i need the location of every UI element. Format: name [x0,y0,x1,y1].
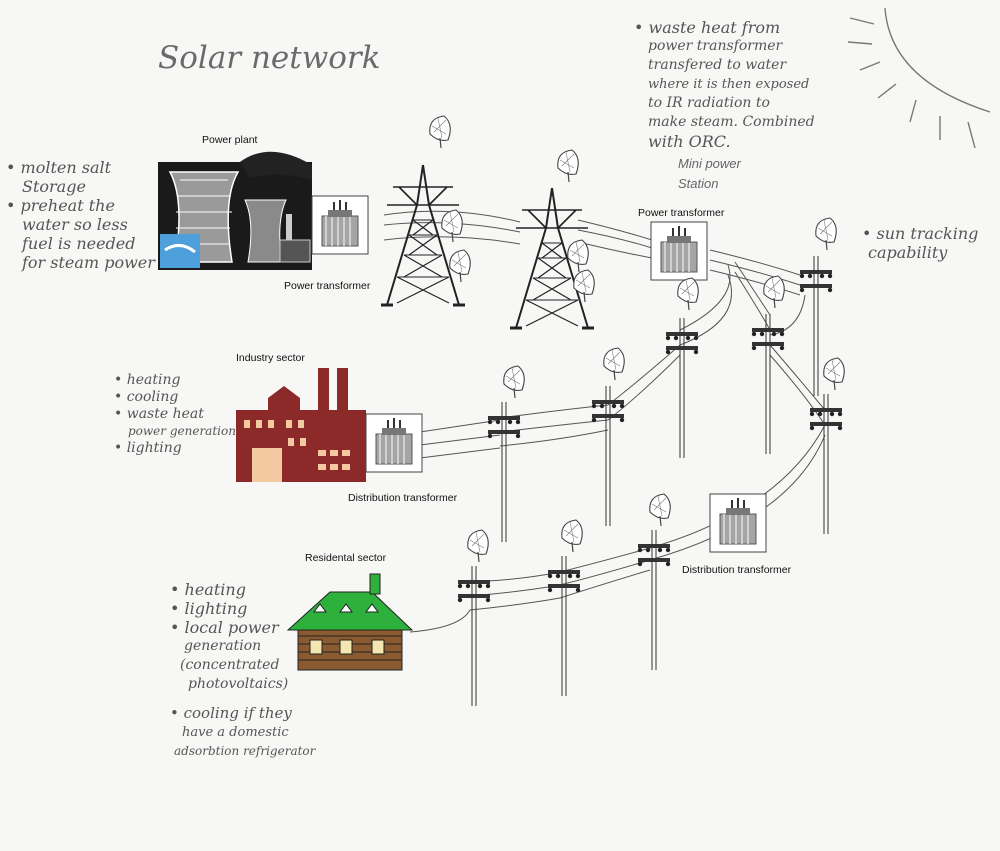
note-line: for steam power [22,253,155,272]
page-title: Solar network [158,40,381,76]
note-line: Storage [22,177,86,196]
solar-dish [567,239,589,273]
label-power-plant: Power plant [202,134,258,146]
note-line: (concentrated [180,657,280,673]
note-line: generation [184,638,262,654]
label-power-transformer-1: Power transformer [284,280,371,292]
note-line: • lighting [114,440,182,456]
note-line: with ORC. [648,132,731,151]
utility-pole [591,385,625,527]
note-line: • waste heat [114,406,204,422]
sun-sketch [847,7,991,149]
solar-dish [677,277,699,311]
note-line: capability [868,243,948,262]
house-illustration [286,573,414,671]
note-line: where it is then exposed [648,77,810,92]
utility-pole [487,401,521,543]
note-line: • heating [114,372,181,388]
utility-pole [547,555,581,697]
solar-dish [823,357,845,391]
note-line: • heating [170,580,246,599]
note-line: transfered to water [648,57,787,73]
solar-dish [815,217,837,251]
utility-pole [809,393,843,535]
solar-dish [763,275,785,309]
residential-transformer [709,493,767,553]
note-line: photovoltaics) [188,676,289,692]
note-line: • waste heat from [634,18,781,37]
note-line: • preheat the [6,196,115,215]
note-line: • cooling [114,389,179,405]
note-line: • lighting [170,599,248,618]
label-industry-sector: Industry sector [236,352,305,364]
note-power-plant: • molten salt Storage • preheat the wate… [6,158,166,272]
note-line: adsorbtion refrigerator [174,744,316,758]
note-line: • molten salt [6,158,112,177]
note-line: water so less [22,215,128,234]
label-mini-station-1: Mini power [678,156,741,171]
note-line: power generation [128,424,236,438]
note-line: make steam. Combined [648,114,815,130]
label-mini-station-2: Station [678,176,719,191]
label-distribution-transformer-2: Distribution transformer [682,564,792,576]
note-residential: • heating • lighting • local power gener… [170,580,370,761]
label-distribution-transformer-1: Distribution transformer [348,492,458,504]
power-plant-illustration [158,151,312,270]
solar-dish [503,365,525,399]
note-line: to IR radiation to [648,95,770,111]
note-sun-tracking: • sun tracking capability [862,224,994,262]
solar-dish [467,529,489,563]
power-plant-transformer [311,195,369,255]
utility-pole [751,313,785,455]
label-power-transformer-2: Power transformer [638,207,725,219]
industry-illustration [236,368,366,482]
solar-dish [429,115,451,149]
note-line: have a domestic [182,725,289,740]
solar-dish [557,149,579,183]
note-industry: • heating • cooling • waste heat power g… [114,372,244,457]
solar-dish [561,519,583,553]
note-line: power transformer [648,38,783,54]
solar-dish [603,347,625,381]
solar-dish [573,269,595,303]
utility-pole [457,565,491,707]
label-residential-sector: Residental sector [305,552,387,564]
solar-dish [449,249,471,283]
note-line: • local power [170,618,279,637]
note-waste-heat: • waste heat from power transformer tran… [634,18,854,151]
note-line: • sun tracking [862,224,979,243]
solar-dish [649,493,671,527]
industry-transformer [365,413,423,473]
note-line: fuel is needed [22,234,136,253]
note-line: • cooling if they [170,704,292,722]
mini-station-transformer [650,221,708,281]
utility-pole [637,529,671,671]
